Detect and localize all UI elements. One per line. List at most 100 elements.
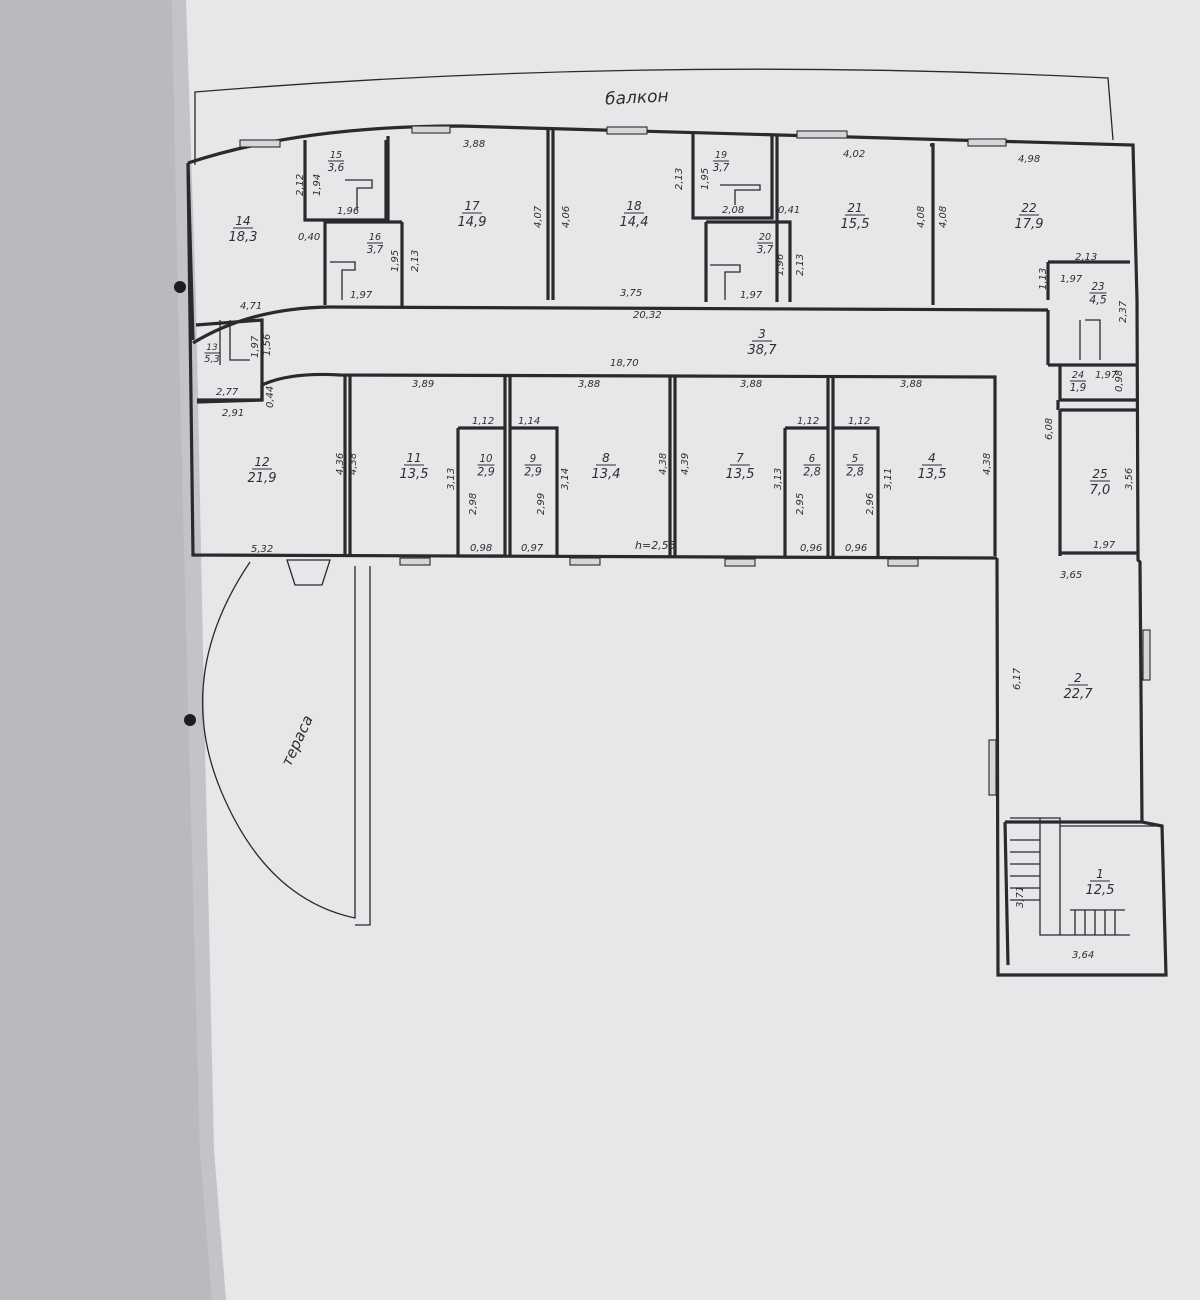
binding-hole-top	[174, 281, 186, 293]
window-4	[796, 130, 848, 139]
dimension-label: 3,88	[463, 139, 485, 150]
room-number: 11	[406, 451, 421, 465]
dimension-label: 1,56	[262, 334, 273, 356]
room-area: 2,8	[846, 466, 864, 479]
dimension-label: 4,08	[938, 206, 949, 228]
height-note: h=2,55	[635, 539, 676, 552]
room-area: 12,5	[1086, 883, 1115, 898]
room-area: 13,5	[726, 467, 755, 482]
room-area: 18,3	[229, 230, 258, 245]
dimension-label: 2,91	[222, 408, 244, 419]
window-3	[606, 126, 648, 135]
dimension-label: 1,96	[337, 206, 359, 217]
corridor-south-wall	[261, 372, 997, 556]
room-area: 4,5	[1089, 294, 1107, 307]
room-number: 21	[847, 201, 862, 215]
room-number: 8	[602, 451, 610, 465]
room-7-label: 713,5	[726, 451, 755, 482]
room-1-label: 112,5	[1086, 867, 1115, 898]
room-9-label: 92,9	[524, 454, 542, 479]
room-number: 4	[928, 451, 936, 465]
room-area: 7,0	[1090, 483, 1111, 498]
dimension-label: 2,13	[795, 254, 806, 276]
dimension-label: 1,14	[518, 416, 540, 427]
room-21-label: 21 15,5	[841, 201, 870, 232]
room-area: 17,9	[1015, 217, 1044, 232]
room-number: 5	[852, 454, 858, 465]
room-area: 3,7	[757, 244, 774, 256]
dimension-label: 1,97	[250, 335, 261, 358]
dimension-label: 2,08	[722, 205, 744, 216]
room-2-label: 222,7	[1064, 671, 1094, 702]
room-area: 5,3	[204, 354, 220, 365]
dimension-label: 6,17	[1012, 667, 1023, 690]
room-number: 16	[369, 232, 381, 243]
dimension-label: 0,44	[265, 386, 276, 408]
room-13-label: 135,3	[204, 343, 220, 365]
room-area: 2,9	[477, 466, 495, 479]
dimension-label: 4,07	[533, 205, 544, 228]
dimension-label: 0,97	[521, 543, 544, 554]
room-area: 1,9	[1070, 382, 1087, 394]
room-number: 1	[1096, 867, 1104, 881]
room-area: 3,7	[367, 244, 384, 256]
window-9	[887, 558, 919, 567]
outer-wall-east-wing	[995, 299, 1168, 977]
dimension-label: 6,08	[1044, 418, 1055, 440]
dimension-label: 1,12	[848, 416, 870, 427]
partition-north-rooms-b	[1048, 260, 1137, 556]
partition-north-rooms	[186, 130, 935, 341]
window-10	[1142, 629, 1151, 681]
room-area: 38,7	[748, 343, 778, 358]
windows-layer	[239, 125, 1151, 796]
dimension-label: 1,95	[390, 250, 401, 272]
dimension-label: 0,96	[800, 543, 822, 554]
window-5	[967, 138, 1007, 147]
room-17-label: 17 14,9	[458, 199, 487, 230]
dimension-label: 1,13	[1038, 268, 1049, 290]
outer-wall-west	[186, 162, 998, 560]
staircase	[1010, 817, 1160, 936]
dimension-label: 4,02	[843, 149, 865, 160]
dimension-label: 2,12	[295, 174, 306, 196]
dimension-label: 2,37	[1118, 300, 1129, 323]
window-11	[988, 739, 997, 796]
room-number: 10	[480, 454, 493, 465]
room-number: 7	[736, 451, 744, 465]
window-6	[399, 557, 431, 566]
dimension-label: 3,89	[412, 379, 434, 390]
room-number: 19	[715, 150, 727, 161]
dimension-label: 1,97	[350, 290, 373, 301]
dimension-label: 3,13	[446, 468, 457, 490]
room-number: 12	[254, 455, 269, 469]
dimension-label: 1,12	[472, 416, 494, 427]
room-area: 2,9	[524, 466, 542, 479]
dimension-label: 3,71	[1015, 886, 1026, 908]
partition-south-rooms	[196, 375, 880, 558]
room-number: 17	[464, 199, 480, 213]
dimension-label: 3,13	[773, 468, 784, 490]
room-area: 14,9	[458, 215, 487, 230]
room-22-label: 22 17,9	[1015, 201, 1044, 232]
dimension-label: 1,96	[775, 254, 786, 276]
room-labels: 112,5222,7338,7413,552,862,8713,5813,492…	[204, 150, 1114, 898]
dimension-label: 0,96	[845, 543, 867, 554]
dimension-label: 1,97	[740, 290, 763, 301]
room-area: 15,5	[841, 217, 870, 232]
room-16-label: 163,7	[367, 232, 384, 256]
room-number: 20	[759, 232, 771, 243]
room-number: 22	[1021, 201, 1036, 215]
dimension-label: 1,95	[700, 168, 711, 190]
room-area: 14,4	[620, 215, 649, 230]
dimension-label: 18,70	[610, 358, 639, 369]
dimension-label: 4,98	[1018, 154, 1040, 165]
room-number: 2	[1074, 671, 1082, 685]
dimension-label: 3,65	[1060, 570, 1082, 581]
stair-outline	[1010, 817, 1160, 936]
